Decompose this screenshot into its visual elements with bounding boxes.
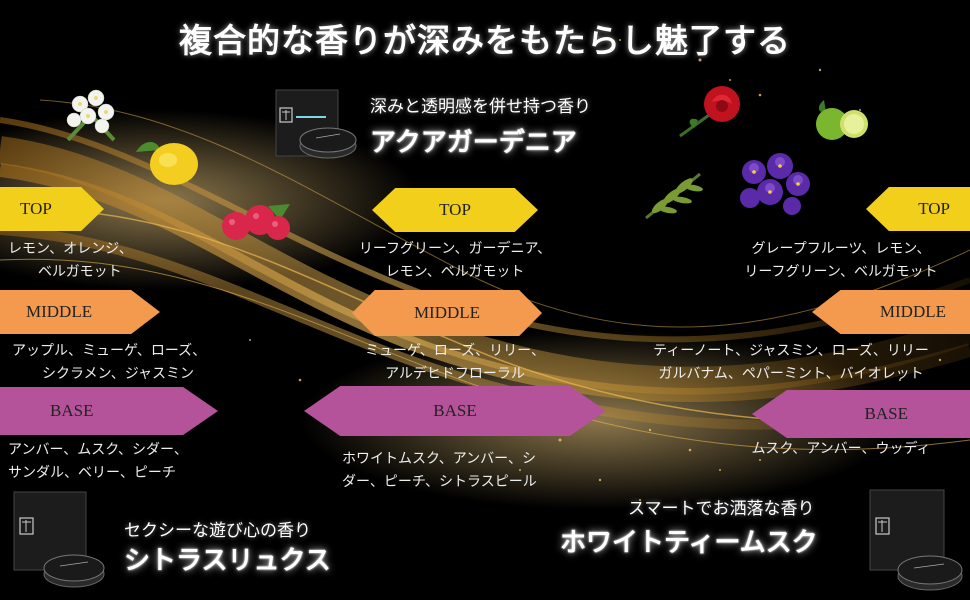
top-note-tag-white-tea-musk: TOP (866, 187, 970, 231)
note-line: ティーノート、ジャスミン、ローズ、リリー (653, 343, 929, 359)
product-subtitle-citrus-luxe: セクシーな遊び心の香り (124, 521, 311, 541)
lemon-icon (136, 142, 198, 185)
base-note-tag-citrus-luxe: BASE (0, 387, 218, 435)
middle-note-tag-aqua-gardenia: MIDDLE (352, 290, 542, 336)
product-name-white-tea-musk: ホワイトティームスク (560, 528, 818, 558)
base-note-tag-aqua-gardenia: BASE (304, 386, 606, 436)
base-note-tag-white-tea-musk: BASE (752, 390, 970, 438)
top-notes-aqua-gardenia: リーフグリーン、ガーデニア、 レモン、ベルガモット (330, 238, 580, 284)
product-image-white-tea-musk (869, 489, 963, 591)
product-name-aqua-gardenia: アクアガーデニア (370, 128, 577, 158)
red-rose-icon (679, 86, 740, 138)
cedar-branch-icon (645, 172, 703, 220)
product-subtitle-white-tea-musk: スマートでお洒落な香り (628, 499, 815, 519)
violet-flower-icon (740, 153, 810, 215)
note-line: リーフグリーン、ガーデニア、 (358, 241, 552, 257)
note-line: アンバー、ムスク、シダー、 (8, 442, 188, 458)
note-line: レモン、ベルガモット (385, 264, 525, 280)
product-subtitle-aqua-gardenia: 深みと透明感を併せ持つ香り (370, 97, 591, 117)
note-line: ベルガモット (38, 264, 122, 280)
middle-note-tag-citrus-luxe: MIDDLE (0, 290, 160, 334)
note-line: ミューゲ、ローズ、リリー、 (364, 343, 546, 359)
note-line: シクラメン、ジャスミン (42, 366, 195, 382)
raspberry-icon (222, 204, 290, 240)
page-title: 複合的な香りが深みをもたらし魅了する (179, 21, 791, 60)
product-name-citrus-luxe: シトラスリュクス (124, 546, 331, 576)
base-notes-aqua-gardenia: ホワイトムスク、アンバー、シ ダー、ピーチ、シトラスピール (342, 448, 537, 494)
base-notes-white-tea-musk: ムスク、アンバー、ウッディ (720, 438, 962, 461)
note-line: アルデヒドフローラル (385, 366, 525, 382)
top-note-tag-citrus-luxe: TOP (0, 187, 104, 231)
top-notes-white-tea-musk: グレープフルーツ、レモン、 リーフグリーン、ベルガモット (720, 238, 962, 284)
note-line: ダー、ピーチ、シトラスピール (342, 474, 537, 490)
middle-note-tag-white-tea-musk: MIDDLE (812, 290, 970, 334)
note-line: アップル、ミューゲ、ローズ、 (12, 343, 207, 359)
note-line: ホワイトムスク、アンバー、シ (342, 451, 537, 467)
top-note-tag-aqua-gardenia: TOP (372, 188, 538, 232)
middle-notes-citrus-luxe: アップル、ミューゲ、ローズ、 シクラメン、ジャスミン (12, 340, 206, 386)
note-line: レモン、オレンジ、 (8, 241, 133, 257)
product-image-citrus-luxe (13, 491, 105, 588)
middle-notes-aqua-gardenia: ミューゲ、ローズ、リリー、 アルデヒドフローラル (330, 340, 580, 386)
middle-notes-white-tea-musk: ティーノート、ジャスミン、ローズ、リリー ガルバナム、ペパーミント、バイオレット (618, 340, 964, 386)
note-line: ガルバナム、ペパーミント、バイオレット (658, 366, 924, 382)
product-image-aqua-gardenia (275, 89, 357, 159)
note-line: サンダル、ベリー、ピーチ (8, 465, 176, 481)
base-notes-citrus-luxe: アンバー、ムスク、シダー、 サンダル、ベリー、ピーチ (8, 439, 188, 485)
note-line: グレープフルーツ、レモン、 (751, 241, 931, 257)
white-flower-icon (66, 89, 116, 142)
note-line: リーフグリーン、ベルガモット (744, 264, 938, 280)
note-line: ムスク、アンバー、ウッディ (751, 441, 931, 457)
lime-icon (816, 100, 868, 140)
top-notes-citrus-luxe: レモン、オレンジ、 ベルガモット (8, 238, 133, 284)
